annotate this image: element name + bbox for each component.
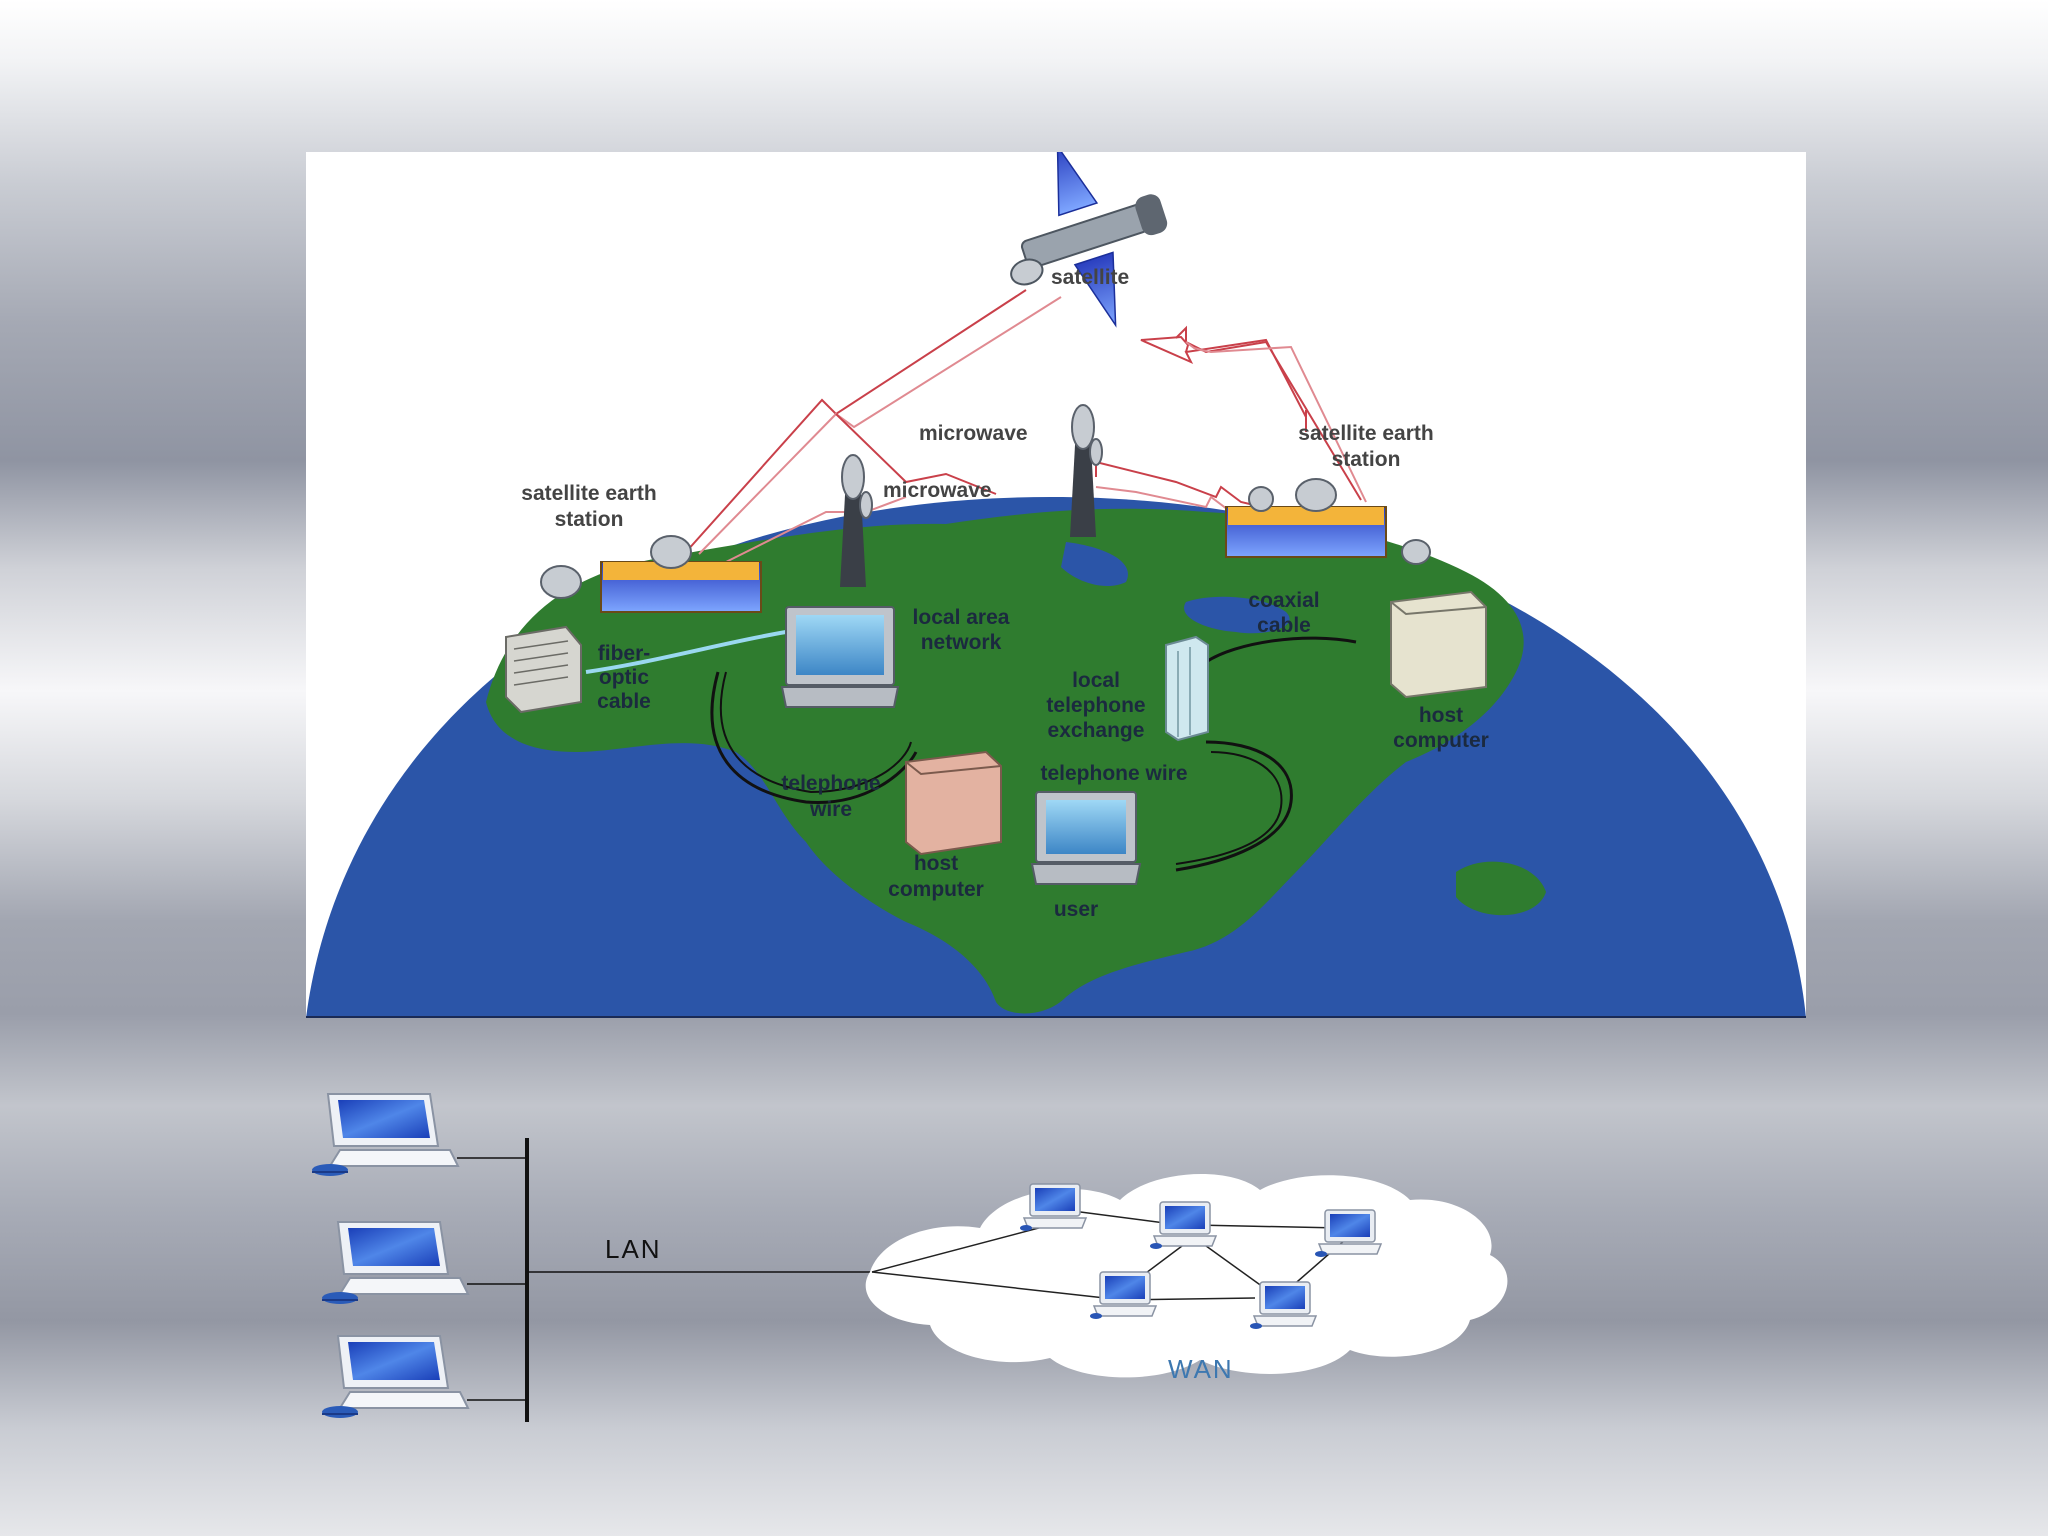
earth-station-left-icon (540, 535, 762, 613)
globe-bay (1061, 542, 1128, 587)
host-computer-right-icon (1390, 590, 1487, 699)
lan-computer-icon (321, 1335, 469, 1419)
microwave-tower-icon (840, 454, 873, 587)
wan-label: WAN (1168, 1354, 1234, 1384)
globe-landmass (486, 508, 1524, 1014)
globe-island-right (1456, 861, 1546, 916)
globe-lake (1184, 596, 1290, 634)
laptop-user-icon (1030, 791, 1142, 885)
globe-diagram-panel: satellite microwave microwave satellite … (306, 152, 1806, 1018)
globe-diagram: satellite microwave microwave satellite … (306, 152, 1806, 1018)
label-telephone-wire-right: telephone wire (1040, 762, 1187, 785)
lan-wan-diagram: LAN WAN (0, 1060, 2048, 1536)
wan-computer-icon (1250, 1281, 1317, 1330)
telephone-exchange-icon (1165, 635, 1209, 742)
earth-station-right-icon (1225, 478, 1431, 565)
wan-computer-icon (1315, 1209, 1382, 1258)
lan-wan-diagram-svg: LAN WAN (311, 1093, 1508, 1422)
lan-label: LAN (605, 1234, 662, 1264)
server-rack-icon (505, 625, 582, 714)
label-user: user (1054, 898, 1098, 921)
cables (585, 630, 1357, 872)
wan-computer-icon (1150, 1201, 1217, 1250)
host-computer-center-icon (905, 750, 1002, 856)
satellite-icon (1010, 152, 1168, 328)
lan-computer-icon (311, 1093, 459, 1177)
microwave-tower-icon (1070, 404, 1103, 537)
label-satellite: satellite (1051, 266, 1129, 289)
wan-computer-icon (1020, 1183, 1087, 1232)
label-microwave-top: microwave (919, 422, 1028, 445)
wan-computer-icon (1090, 1271, 1157, 1320)
laptop-lan-icon (780, 606, 900, 708)
lan-bus (457, 1138, 872, 1422)
label-microwave-left: microwave (883, 479, 992, 502)
lan-computer-icon (321, 1221, 469, 1305)
